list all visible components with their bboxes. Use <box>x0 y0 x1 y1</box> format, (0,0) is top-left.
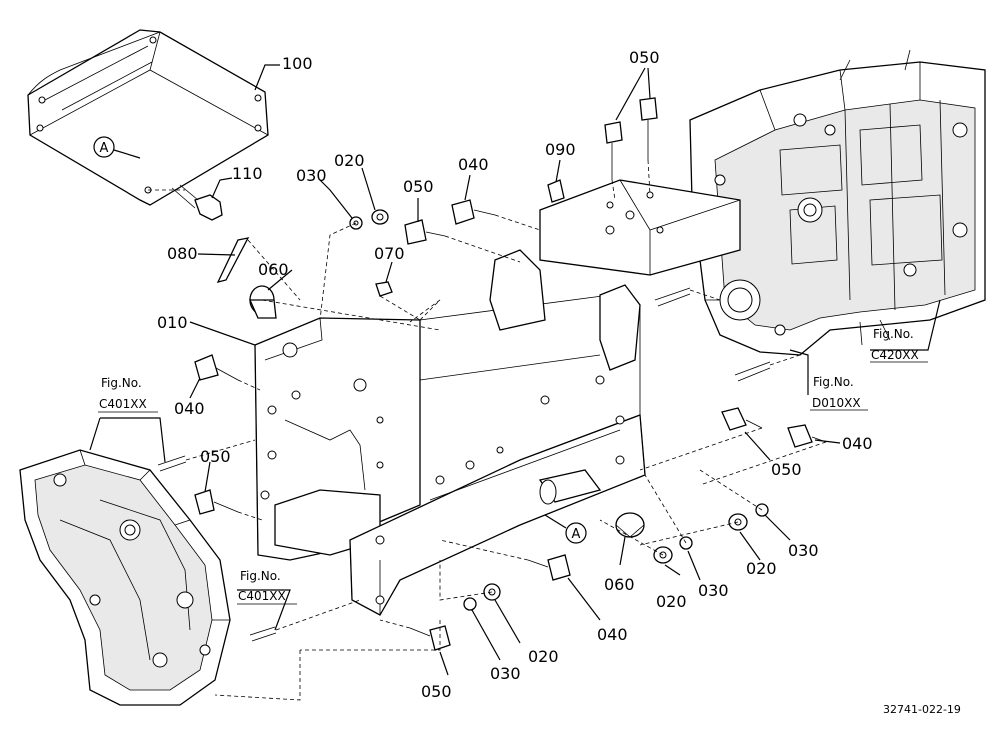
callout-010: 010 <box>157 313 188 332</box>
upper-bracket-drawing <box>489 179 741 371</box>
marker-a-top: A <box>93 136 115 158</box>
callout-070: 070 <box>374 244 405 263</box>
cover-plate-drawing <box>27 29 269 206</box>
marker-a-top-text: A <box>100 141 109 156</box>
drawing-number: 32741-022-19 <box>883 703 961 716</box>
callout-110: 110 <box>232 164 263 183</box>
callout-060: 060 <box>258 260 289 279</box>
callout-080: 080 <box>167 244 198 263</box>
bushing-060-drawing <box>248 285 645 538</box>
figure-reference-d010-line2: D010XX <box>812 396 861 410</box>
marker-a-bottom: A <box>565 522 587 544</box>
callout-030-bottom: 030 <box>490 664 521 683</box>
figure-reference-c401-lower-line1: Fig.No. <box>240 569 281 583</box>
figure-reference-c401-upper: Fig.No. C401XX <box>98 376 158 413</box>
callout-050-top: 050 <box>629 48 660 67</box>
callout-030: 030 <box>296 166 327 185</box>
callout-030-mid: 030 <box>698 581 729 600</box>
figure-reference-c401-upper-line1: Fig.No. <box>101 376 142 390</box>
callout-020-bottom: 020 <box>528 647 559 666</box>
callout-040-right: 040 <box>842 434 873 453</box>
bolt-110-drawing <box>148 184 223 221</box>
main-frame-drawing <box>254 294 646 616</box>
callout-040: 040 <box>458 155 489 174</box>
transmission-housing-drawing <box>689 49 986 356</box>
callout-040-left: 040 <box>174 399 205 418</box>
leader-lines <box>89 64 941 676</box>
callout-090: 090 <box>545 140 576 159</box>
callout-020: 020 <box>334 151 365 170</box>
figure-reference-c401-lower-line2: C401XX <box>238 589 286 603</box>
figure-reference-d010: Fig.No. D010XX <box>810 375 868 411</box>
callout-050: 050 <box>403 177 434 196</box>
figure-reference-c420: Fig.No. C420XX <box>870 327 928 363</box>
callout-labels: 100 110 020 030 050 040 090 050 080 060 … <box>157 48 873 701</box>
callout-030-right: 030 <box>788 541 819 560</box>
callout-050-right: 050 <box>771 460 802 479</box>
front-axle-bracket-drawing <box>19 449 231 706</box>
figure-reference-c401-upper-line2: C401XX <box>99 397 147 411</box>
callout-040-bottom: 040 <box>597 625 628 644</box>
callout-060-bottom: 060 <box>604 575 635 594</box>
callout-050-left: 050 <box>200 447 231 466</box>
figure-reference-c420-line1: Fig.No. <box>873 327 914 341</box>
assembly-lines <box>185 159 827 701</box>
marker-a-bottom-text: A <box>572 527 581 542</box>
figure-reference-d010-line1: Fig.No. <box>813 375 854 389</box>
callout-020-right: 020 <box>746 559 777 578</box>
callout-050-bottom: 050 <box>421 682 452 701</box>
figure-reference-c401-lower: Fig.No. C401XX <box>237 569 297 605</box>
callout-020-mid: 020 <box>656 592 687 611</box>
figure-reference-c420-line2: C420XX <box>871 348 919 362</box>
callout-100: 100 <box>282 54 313 73</box>
